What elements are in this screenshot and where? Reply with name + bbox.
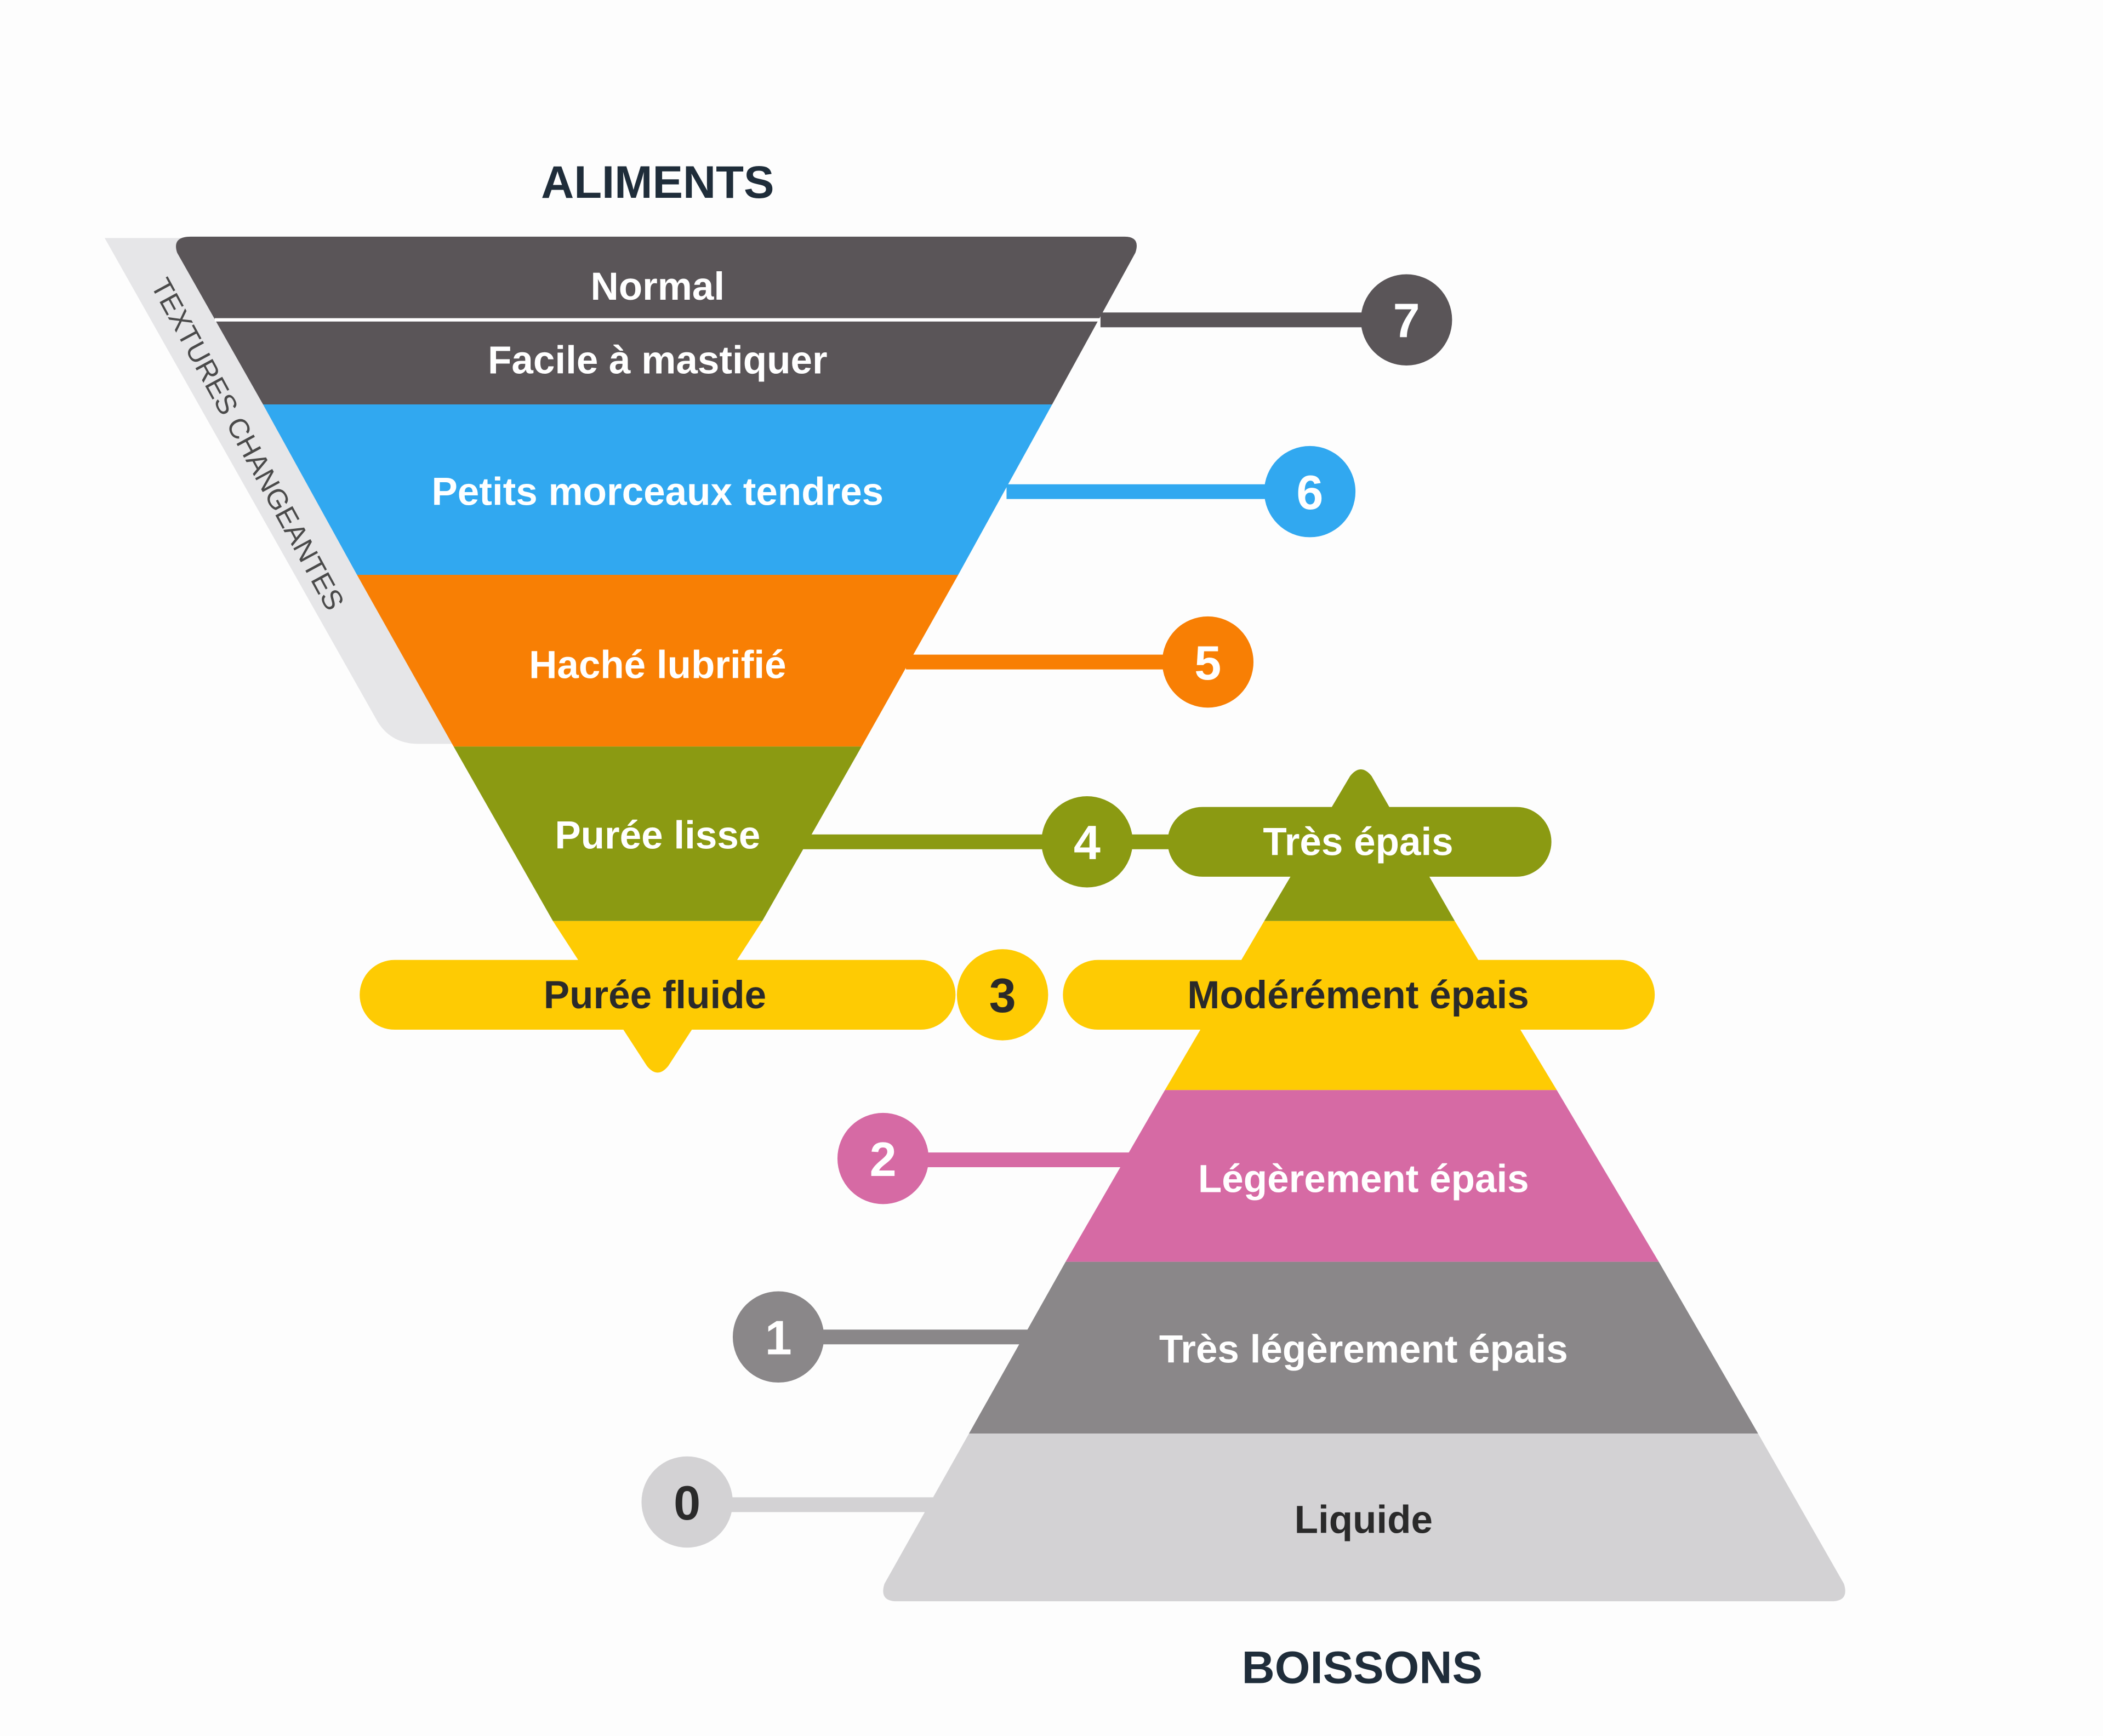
drink-level-1-band	[968, 1261, 1758, 1434]
food-level-5-band	[357, 574, 959, 747]
level-1-badge	[732, 1291, 824, 1383]
foods-title: ALIMENTS	[541, 157, 774, 208]
level-2-badge	[837, 1112, 929, 1204]
level-badges	[641, 274, 1452, 1548]
level-4-number: 4	[1074, 815, 1101, 870]
food-label-minced-moist: Haché lubrifié	[529, 644, 787, 687]
drink-label-slightly-thick: Très légèrement épais	[1159, 1328, 1568, 1371]
food-label-soft-bite-sized: Petits morceaux tendres	[431, 471, 884, 514]
level-7-number: 7	[1393, 294, 1420, 348]
food-label-liquidised: Purée fluide	[544, 974, 766, 1017]
food-label-normal: Normal	[591, 265, 725, 309]
level-5-badge	[1162, 616, 1254, 708]
drink-label-moderately-thick: Modérément épais	[1187, 974, 1529, 1017]
drink-label-mildly-thick: Légèrement épais	[1198, 1157, 1529, 1201]
level-4-badge	[1041, 796, 1133, 888]
level-pills	[360, 807, 1655, 1030]
food-label-pureed: Purée lisse	[555, 814, 760, 857]
level-1-number: 1	[765, 1311, 792, 1365]
level-3-number: 3	[989, 968, 1016, 1023]
food-label-easy-to-chew: Facile à mastiquer	[488, 339, 828, 382]
drink-level-4-pill	[1167, 807, 1552, 877]
drink-label-extremely-thick: Très épais	[1263, 821, 1453, 864]
drinks-title: BOISSONS	[1242, 1642, 1483, 1693]
level-5-number: 5	[1194, 636, 1221, 690]
food-level-4-band	[453, 746, 862, 921]
level-7-badge	[1360, 274, 1452, 366]
level-0-number: 0	[674, 1476, 700, 1530]
drink-level-2-band	[1065, 1090, 1659, 1262]
level-0-badge	[641, 1456, 733, 1548]
level-2-number: 2	[870, 1132, 897, 1186]
food-level-3-pill	[360, 960, 956, 1030]
food-level-6-band	[263, 404, 1052, 575]
level-6-number: 6	[1296, 465, 1323, 519]
drink-level-0-band	[883, 1434, 1845, 1602]
level-6-badge	[1264, 446, 1356, 538]
drink-label-thin: Liquide	[1295, 1498, 1433, 1541]
level-3-badge	[956, 949, 1048, 1041]
drink-level-3-pill	[1063, 960, 1655, 1030]
foods-triangle	[176, 236, 1137, 1073]
